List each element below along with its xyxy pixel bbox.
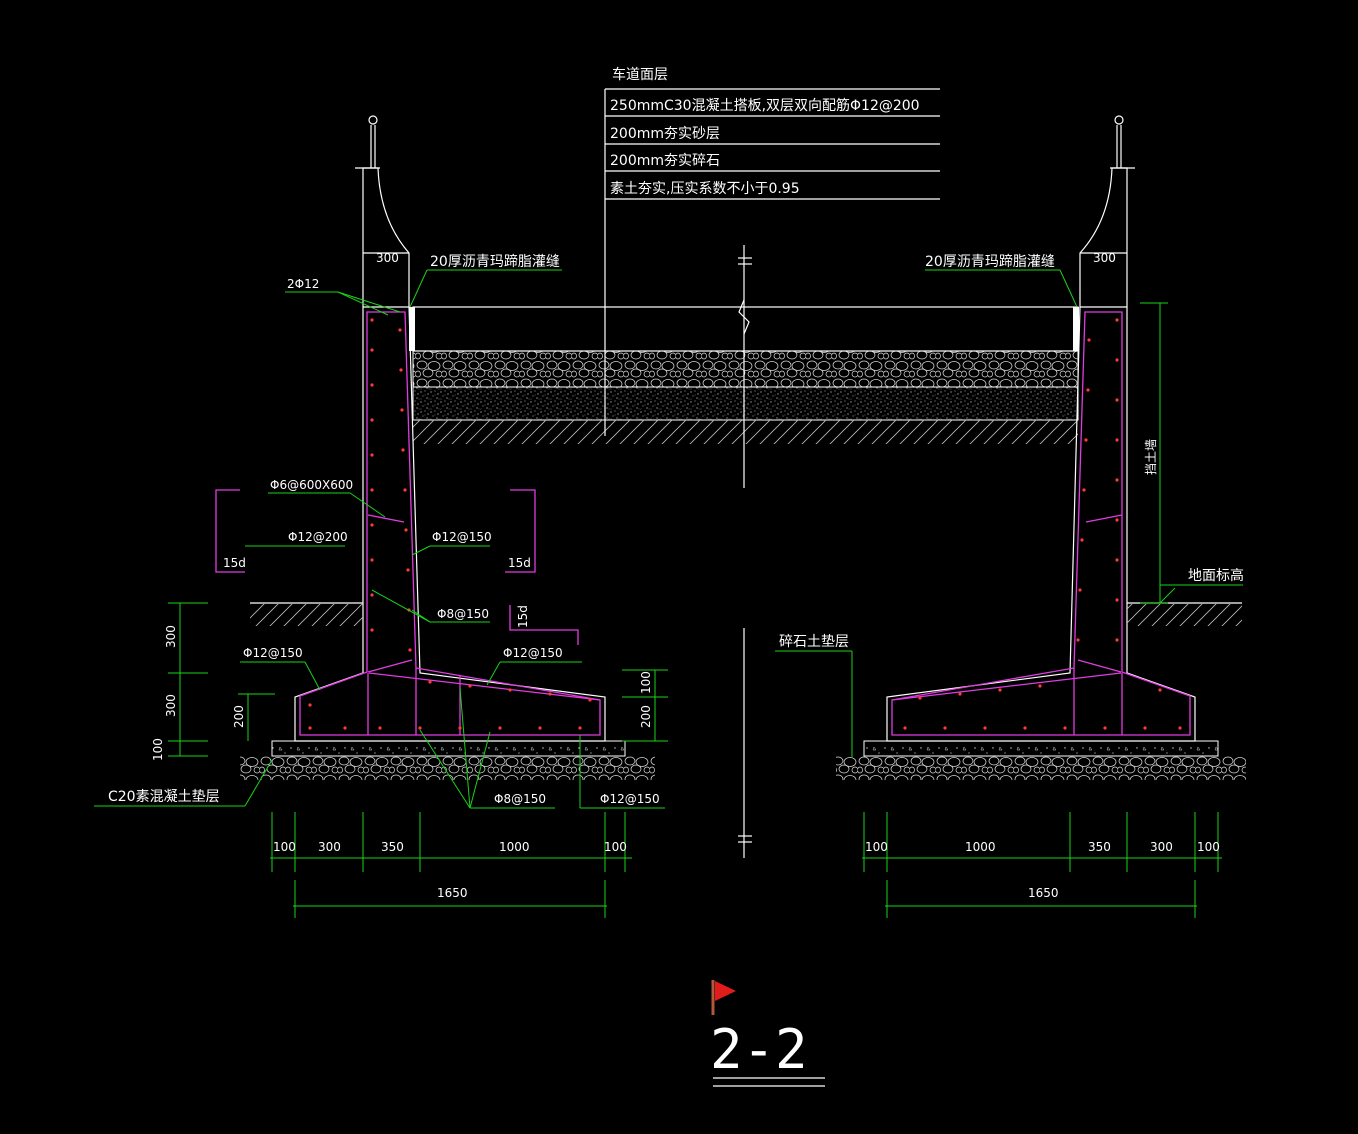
cushion-left-label: C20素混凝土垫层 <box>108 789 220 805</box>
right-rebar-dots <box>903 318 1182 730</box>
pavement-layers <box>409 306 1079 444</box>
dim-right-0: 100 <box>865 840 888 854</box>
base-bar-label: Φ8@150 <box>494 792 546 806</box>
wall-height-label: 挡土墙 <box>1144 439 1158 475</box>
right-leaders <box>775 269 1243 918</box>
dim-right-2: 350 <box>1088 840 1111 854</box>
dim-left-2: 350 <box>381 840 404 854</box>
dim-left-total: 1650 <box>437 886 468 900</box>
dim-right-1: 1000 <box>965 840 996 854</box>
compacted-soil <box>413 420 1078 444</box>
sand-layer <box>412 386 1079 421</box>
dim-left-1: 300 <box>318 840 341 854</box>
section-flag <box>711 980 736 1015</box>
dim-vert-300b: 300 <box>164 694 178 717</box>
pavement-heading: 车道面层 <box>612 66 668 83</box>
left-leaders <box>94 269 668 918</box>
left-wall <box>240 115 655 780</box>
hook-left-label: 15d <box>223 556 246 570</box>
hook-right-label: 15d <box>508 556 531 570</box>
pavement-layer-1: 250mmC30混凝土搭板,双层双向配筋Φ12@200 <box>610 97 920 114</box>
heel-bar-label: Φ12@150 <box>503 646 563 660</box>
dim-vert-right-100: 100 <box>639 671 653 694</box>
outer-bar-label: Φ12@200 <box>288 530 348 544</box>
dim-right-total: 1650 <box>1028 886 1059 900</box>
wall-top-width-left: 300 <box>376 251 399 265</box>
right-rebar <box>891 311 1191 736</box>
joint-right <box>1073 307 1079 351</box>
gravel-layer <box>412 350 1079 388</box>
dim-left-4: 100 <box>604 840 627 854</box>
pavement-layer-3: 200mm夯实碎石 <box>610 153 720 169</box>
joint-label-left: 20厚沥青玛蹄脂灌缝 <box>430 253 560 270</box>
base-bar-right-label: Φ12@150 <box>600 792 660 806</box>
toe-bar-label: Φ12@150 <box>243 646 303 660</box>
pavement-layer-4: 素土夯实,压实系数不小于0.95 <box>610 181 800 197</box>
dim-vert-100: 100 <box>151 738 165 761</box>
dim-right-4: 100 <box>1197 840 1220 854</box>
tie-bars-label: Φ6@600X600 <box>270 478 353 492</box>
dist-bar-label: Φ8@150 <box>437 607 489 621</box>
hook-mid-label: 15d <box>516 605 530 628</box>
left-rebar <box>215 311 601 736</box>
right-wall <box>836 115 1246 780</box>
dim-left-0: 100 <box>273 840 296 854</box>
dim-vert-300: 300 <box>164 625 178 648</box>
dim-vert-right-200: 200 <box>639 705 653 728</box>
inner-bar-label: Φ12@150 <box>432 530 492 544</box>
cushion-right-label: 碎石土垫层 <box>779 634 849 650</box>
section-title: 2-2 <box>710 1018 808 1081</box>
pavement-callout <box>604 88 940 436</box>
pavement-layer-2: 200mm夯实砂层 <box>610 126 720 142</box>
top-bars-label: 2Φ12 <box>287 277 319 291</box>
joint-label-right: 20厚沥青玛蹄脂灌缝 <box>925 253 1055 270</box>
joint-left <box>409 307 415 351</box>
ground-level-label: 地面标高 <box>1188 567 1244 584</box>
title-underline <box>713 1077 825 1087</box>
dim-right-3: 300 <box>1150 840 1173 854</box>
break-line <box>738 245 752 858</box>
dim-left-3: 1000 <box>499 840 530 854</box>
wall-top-width-right: 300 <box>1093 251 1116 265</box>
dim-vert-200: 200 <box>232 705 246 728</box>
